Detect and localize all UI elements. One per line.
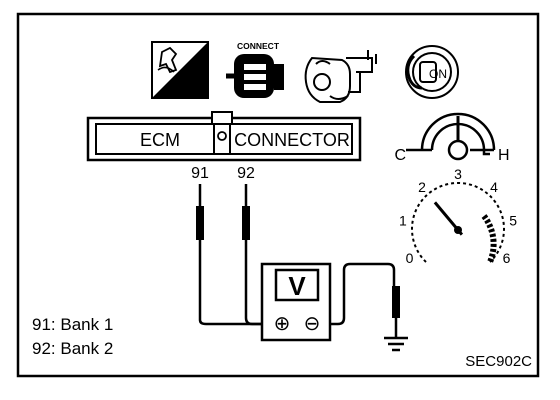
connect-label: CONNECT [237, 41, 280, 51]
gauge-hot-label: H [498, 147, 510, 164]
tachometer-tick-5: 5 [509, 212, 517, 228]
legend-line-1: 91: Bank 1 [32, 315, 113, 334]
ecm-label: ECM [140, 130, 180, 150]
ignition-on-icon: ON [405, 45, 459, 99]
pin-92-label: 92 [237, 165, 255, 182]
hs-icon: H.S. [151, 41, 209, 99]
probe-91 [196, 206, 204, 240]
ground-symbol [384, 336, 408, 352]
ecm-connector: ECM CONNECTOR [86, 111, 362, 162]
figure-code: SEC902C [465, 353, 532, 370]
probe-wires [198, 184, 398, 338]
minus-terminal: ⊖ [304, 313, 321, 335]
gauge-cold-label: C [394, 147, 406, 164]
tachometer-tick-3: 3 [454, 166, 462, 182]
engine-icon [304, 50, 377, 103]
probe-92 [242, 206, 250, 240]
legend-line-2: 92: Bank 2 [32, 339, 113, 358]
tachometer: 0 1 2 3 4 5 6 [399, 166, 517, 266]
connect-icon: CONNECT [226, 41, 284, 98]
tachometer-dial [411, 182, 505, 263]
tachometer-tick-1: 1 [399, 212, 407, 228]
tachometer-tick-6: 6 [503, 250, 511, 266]
voltmeter-label: V [288, 271, 306, 301]
tachometer-tick-2: 2 [418, 179, 426, 195]
tachometer-hub [454, 226, 462, 234]
plus-terminal: ⊕ [274, 313, 291, 335]
tachometer-tick-4: 4 [490, 179, 498, 195]
connector-label: CONNECTOR [234, 130, 350, 150]
tachometer-tick-0: 0 [406, 250, 414, 266]
voltmeter: V ⊕ ⊖ [260, 262, 332, 342]
on-label: ON [429, 67, 447, 81]
hs-label: H.S. [174, 80, 201, 96]
tachometer-tick-labels: 0 1 2 3 4 5 6 [399, 166, 517, 266]
pin-91-label: 91 [191, 165, 209, 182]
temperature-gauge [406, 112, 496, 161]
ground-probe [392, 286, 400, 318]
